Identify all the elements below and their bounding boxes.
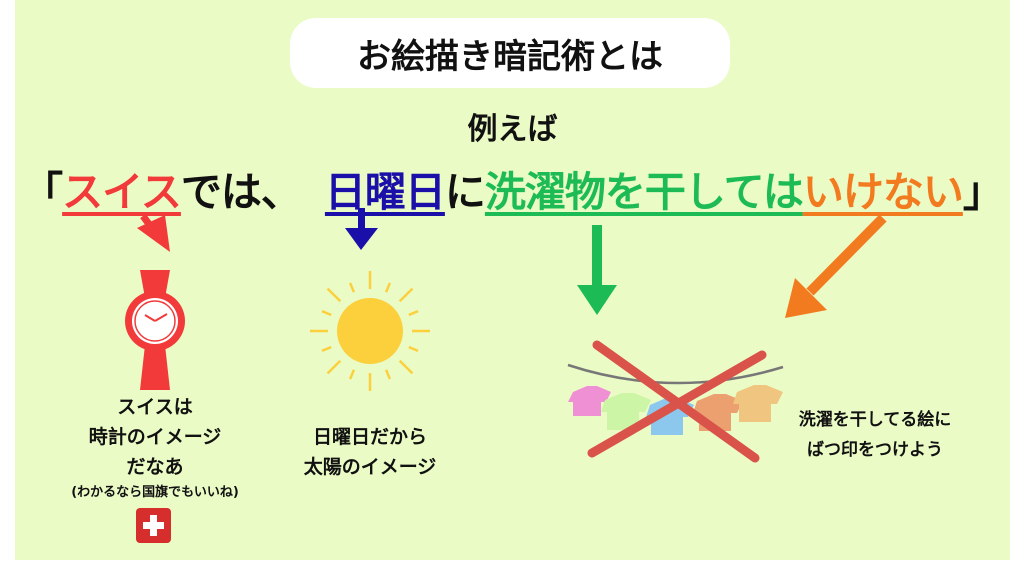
keyword-laundry: 洗濯物を干しては [484,168,804,216]
caption-line: 洗濯を干してる絵に [798,410,952,430]
sun-ray [408,345,419,353]
illustrations [125,208,887,543]
sun-ray [398,287,414,303]
watch-icon [125,270,185,390]
sun-ray [321,345,332,353]
title-pill: お絵描き暗記術とは [290,18,730,88]
caption-line: だなあ [126,456,184,478]
bracket-open: 「 [22,168,63,216]
sentence-text: では、 [180,168,302,216]
sun-ray [326,359,342,375]
orange-arrow-icon [785,214,887,318]
sun-ray [398,359,414,375]
sun-ray [321,309,332,317]
title: お絵描き暗記術とは [357,36,663,77]
laundry-caption: 洗濯を干してる絵に ばつ印をつけよう [775,405,975,465]
laundry-icon [567,340,784,463]
sun-ray [408,309,419,317]
blue-arrow-down-icon [345,208,378,250]
keyword-switzerland: スイス [62,168,182,216]
example-label: 例えば [467,112,558,147]
sun-ray [384,369,392,380]
watch-caption: スイスは 時計のイメージ だなあ (わかるなら国旗でもいいね) [55,392,255,504]
red-arrow-icon [137,213,170,252]
sun-icon [310,271,430,391]
sun-ray [348,369,356,380]
caption-line: 太陽のイメージ [303,456,437,478]
infographic-canvas: お絵描き暗記術とは 例えば 「スイスでは、日曜日に洗濯物を干してはいけない」 [15,0,1010,560]
green-arrow-down-icon [577,225,617,315]
swiss-flag-icon [136,508,171,543]
sun-ray [326,287,342,303]
keyword-must-not: いけない [802,168,964,216]
caption-line: 時計のイメージ [88,426,222,448]
caption-line: ばつ印をつけよう [807,440,943,460]
keyword-sunday: 日曜日 [324,168,446,216]
sun-ray [348,282,356,293]
caption-line: 日曜日だから [312,426,427,448]
sun-caption: 日曜日だから 太陽のイメージ [285,422,455,482]
bracket-close: 」 [962,168,1004,216]
caption-note: (わかるなら国旗でもいいね) [71,485,239,500]
sentence-text: に [444,168,486,216]
caption-line: スイスは [117,396,193,418]
sun-ray [384,282,392,293]
example-sentence: 「スイスでは、日曜日に洗濯物を干してはいけない」 [15,158,1010,218]
